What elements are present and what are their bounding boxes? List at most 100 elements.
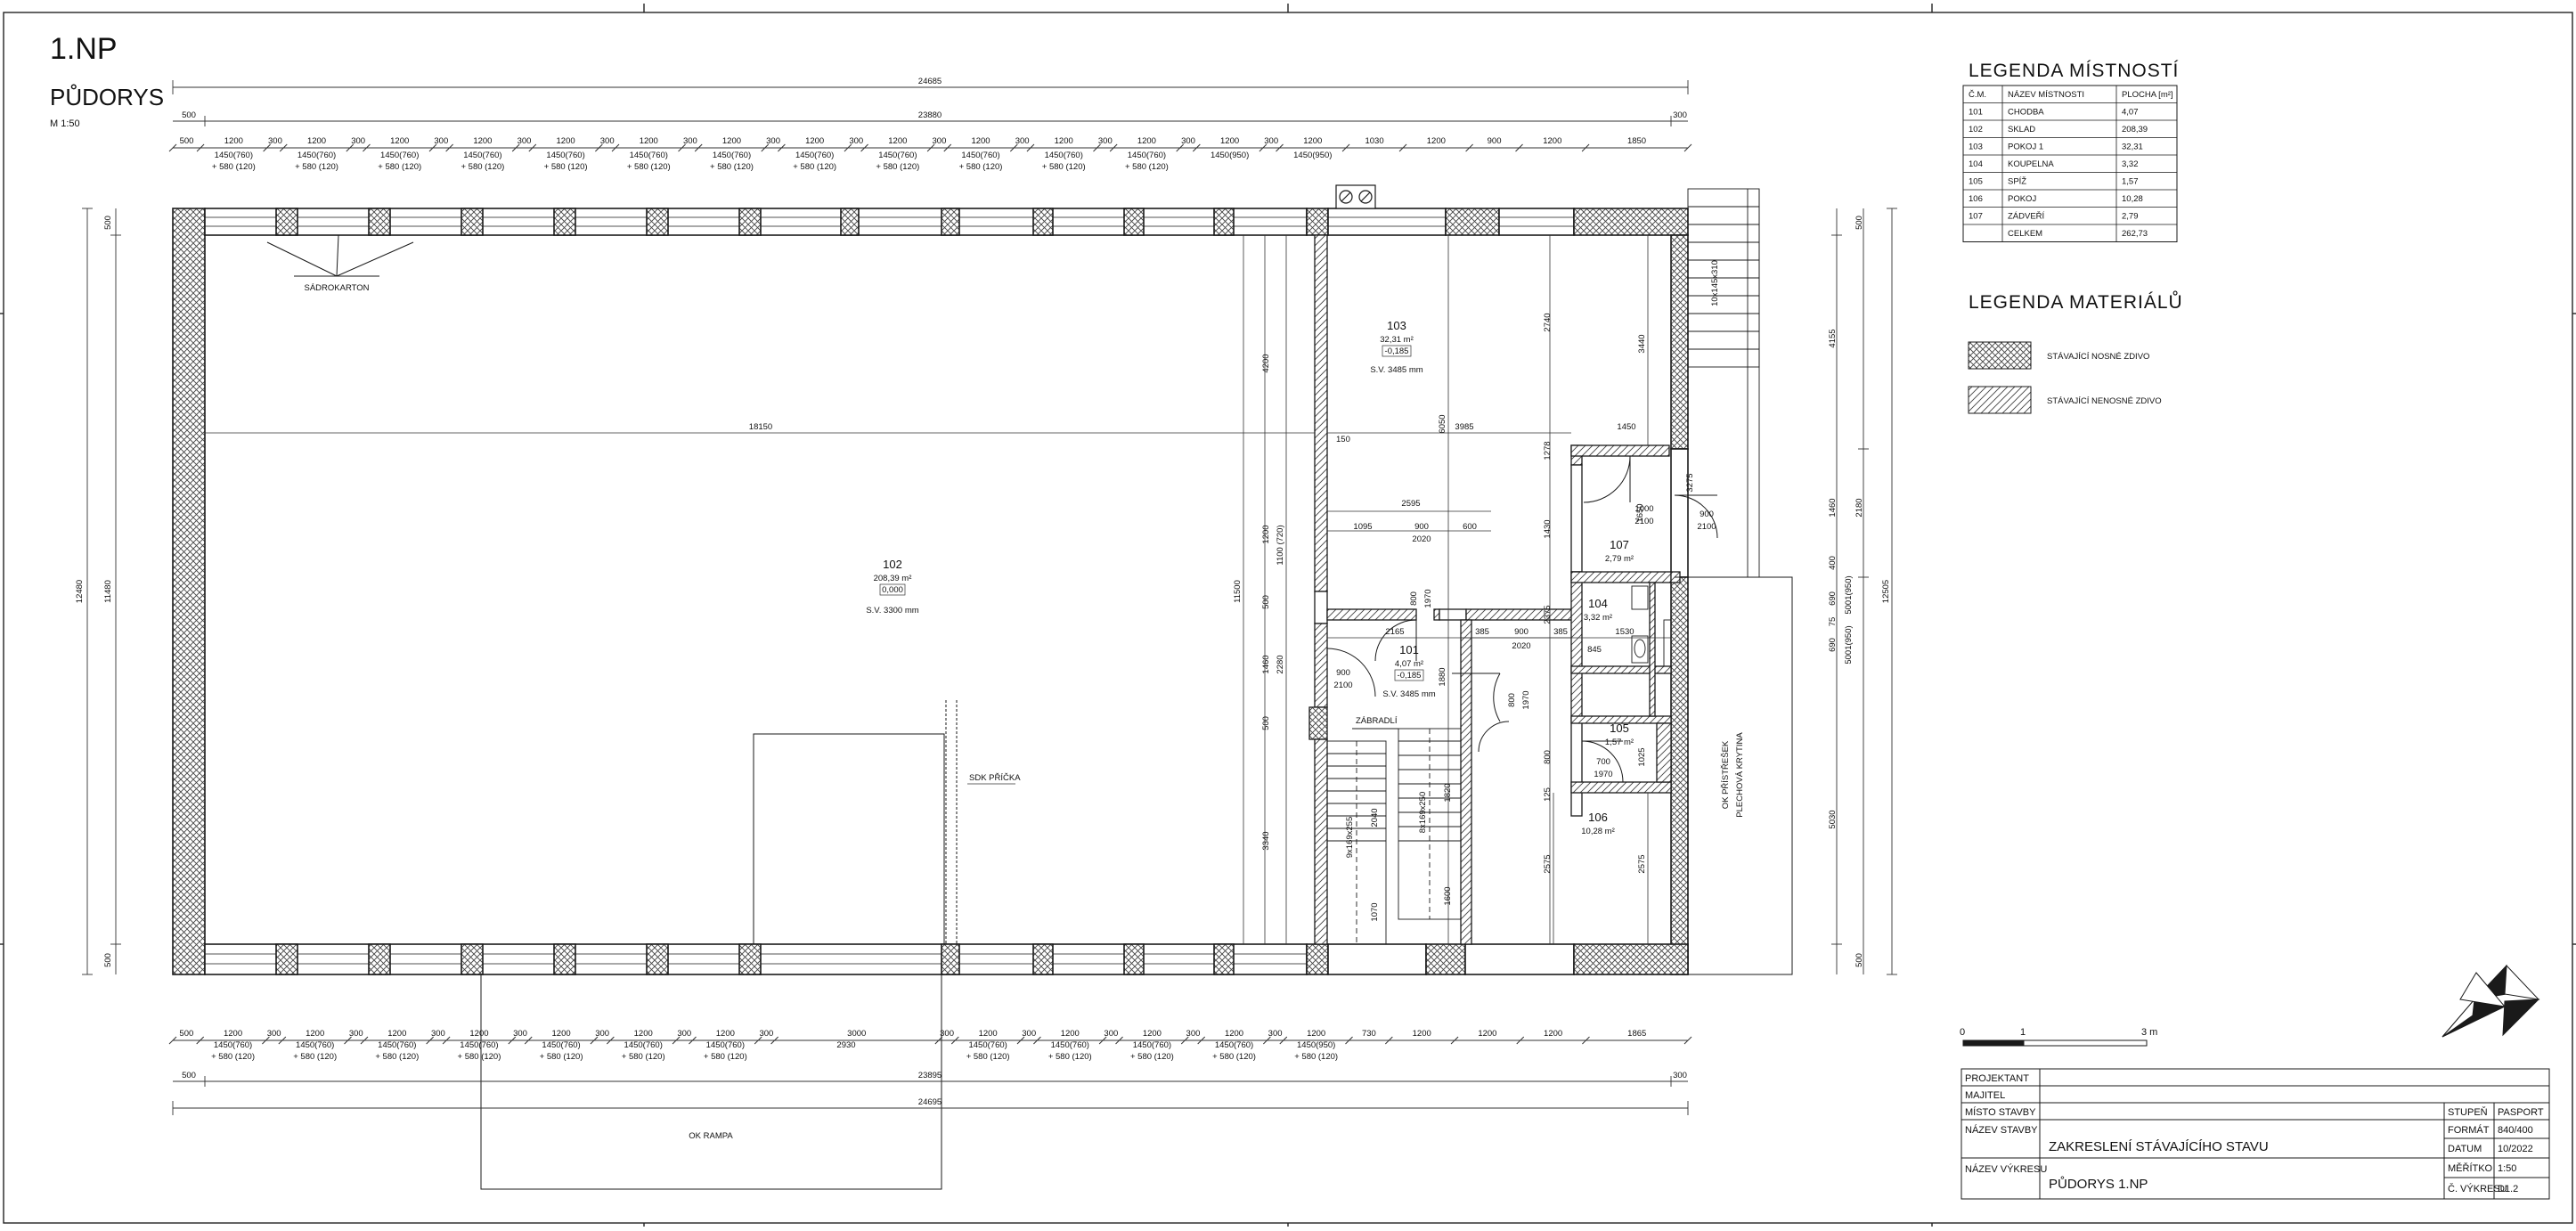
dim-3275: 3275 (1685, 473, 1695, 492)
bottom-seq-value: 1200 (716, 1029, 735, 1039)
dim-6050: 6050 (1438, 414, 1447, 433)
bottom-right-end: 300 (1673, 1071, 1687, 1080)
tb-cislo-value: D1.2 (2498, 1184, 2518, 1194)
top-seq-tick (860, 143, 868, 152)
dim-900-c: 900 (1700, 510, 1714, 519)
svg-text:103: 103 (1387, 319, 1406, 332)
dim-125: 125 (1543, 787, 1553, 802)
room-105: 105 1,57 m² (1605, 721, 1634, 747)
dim-1970-c: 1970 (1521, 690, 1531, 709)
dim-1430: 1430 (1543, 519, 1553, 538)
scale-bar-0: 0 (1960, 1027, 1965, 1038)
top-seq-value: 300 (518, 136, 532, 146)
tb-meritko-value: 1:50 (2498, 1163, 2516, 1174)
exterior-walls (172, 208, 1689, 975)
top-seq-tick (263, 143, 271, 152)
dim-900-d: 900 (1336, 668, 1350, 678)
svg-text:105: 105 (1610, 721, 1629, 735)
top-seq-value: 1200 (1303, 136, 1322, 146)
top-seq-tick-start (168, 143, 177, 152)
top-seq-tick (1109, 143, 1118, 152)
svg-text:101: 101 (1399, 643, 1419, 656)
room-104: 104 3,32 m² (1584, 597, 1612, 623)
top-seq-value: 900 (1488, 136, 1502, 146)
dim-2595: 2595 (1401, 499, 1420, 509)
dim-600: 600 (1463, 522, 1477, 532)
dim-1970-b: 1970 (1423, 589, 1433, 607)
tb-misto-label: MÍSTO STAVBY (1965, 1106, 2036, 1118)
chimney (1335, 184, 1376, 209)
bottom-seq-value: 1200 (1478, 1029, 1496, 1039)
tb-meritko-label: MĚŘÍTKO (2448, 1162, 2493, 1174)
ok-pristresek-label: OK PŘÍSTŘEŠEK (1721, 740, 1731, 809)
dim-1000: 1000 (1634, 504, 1653, 514)
bottom-window-size: 1450(760) (296, 1040, 334, 1050)
bottom-seq-tick (1582, 1036, 1590, 1045)
top-seq-tick (678, 143, 686, 152)
top-seq-tick (511, 143, 520, 152)
left-top-dim: 500 (103, 216, 113, 230)
legend-table-cell: 2,79 (2122, 212, 2139, 222)
top-seq-tick (844, 143, 852, 152)
svg-text:-0,185: -0,185 (1385, 346, 1409, 356)
bottom-seq-value: 1200 (552, 1029, 571, 1039)
top-seq-value: 1200 (640, 136, 658, 146)
bottom-seq-tick (262, 1036, 270, 1045)
tb-datum-label: DATUM (2448, 1144, 2482, 1154)
bottom-window-size: 1450(760) (624, 1040, 663, 1050)
svg-text:0,000: 0,000 (882, 585, 903, 595)
top-seq-value: 300 (600, 136, 615, 146)
legend-table-cell: 262,73 (2122, 229, 2148, 239)
bottom-window-sill: + 580 (120) (704, 1052, 747, 1062)
top-window-sill: + 580 (120) (793, 162, 836, 172)
top-overall-dim: 24685 (918, 77, 942, 86)
top-seq-tick (1093, 143, 1101, 152)
top-seq-tick (1515, 143, 1523, 152)
top-seq-value: 1030 (1365, 136, 1383, 146)
right-g-dim: 75 (1828, 617, 1838, 627)
top-left-end: 500 (182, 110, 196, 120)
top-window-size: 1450(760) (546, 151, 584, 160)
top-seq-tick (778, 143, 786, 152)
top-window-sill: + 580 (120) (461, 162, 504, 172)
left-inner-dim: 11480 (103, 580, 113, 603)
bottom-window-sill: + 580 (120) (622, 1052, 665, 1062)
canopy-outlines (480, 576, 1793, 1190)
bottom-seq-tick (672, 1036, 681, 1045)
staircase (1326, 188, 1760, 945)
bottom-seq-tick (1098, 1036, 1107, 1045)
left-dimension-chains (82, 208, 121, 975)
top-window-size: 1450(760) (878, 151, 917, 160)
bottom-window-size: 1450(760) (968, 1040, 1007, 1050)
tb-stupen-label: STUPEŇ (2448, 1106, 2488, 1118)
north-arrow-icon (2441, 964, 2540, 1038)
right-overall-dim: 12505 (1881, 580, 1891, 603)
bottom-seq-value: 300 (677, 1029, 691, 1039)
top-seq-value: 1200 (1137, 136, 1156, 146)
dim-2020-b: 2020 (1512, 641, 1530, 651)
tb-stupen-value: PASPORT (2498, 1107, 2544, 1118)
legend-table-cell: SKLAD (2008, 125, 2035, 135)
top-seq-value: 1200 (1220, 136, 1239, 146)
top-seq-value: 500 (180, 136, 194, 146)
right-e-dim: 690 (1828, 591, 1838, 606)
bottom-window-size: 1450(760) (460, 1040, 498, 1050)
top-seq-value: 1200 (224, 136, 243, 146)
dim-900: 900 (1414, 522, 1429, 532)
sdk-pricka-label: SDK PŘÍČKA (969, 773, 1021, 783)
legend-table-cell: ZÁDVEŘÍ (2008, 212, 2045, 222)
bottom-seq-tick (770, 1036, 779, 1045)
tb-datum-value: 10/2022 (2498, 1144, 2533, 1154)
top-window-dims: 1450(760) + 580 (120) 1450(760) + 580 (120)… (212, 151, 1333, 172)
top-window-sill: + 580 (120) (295, 162, 338, 172)
top-window-sill: + 580 (120) (710, 162, 754, 172)
legend-table-cell: 4,07 (2122, 108, 2139, 118)
material-swatch-load-bearing (1968, 341, 2032, 370)
floor-title: 1.NP (50, 32, 118, 66)
bottom-left-end: 500 (182, 1071, 196, 1080)
top-seq-tick (428, 143, 437, 152)
bottom-seq-value: 300 (1268, 1029, 1283, 1039)
bathroom-fixtures (1631, 585, 1672, 667)
